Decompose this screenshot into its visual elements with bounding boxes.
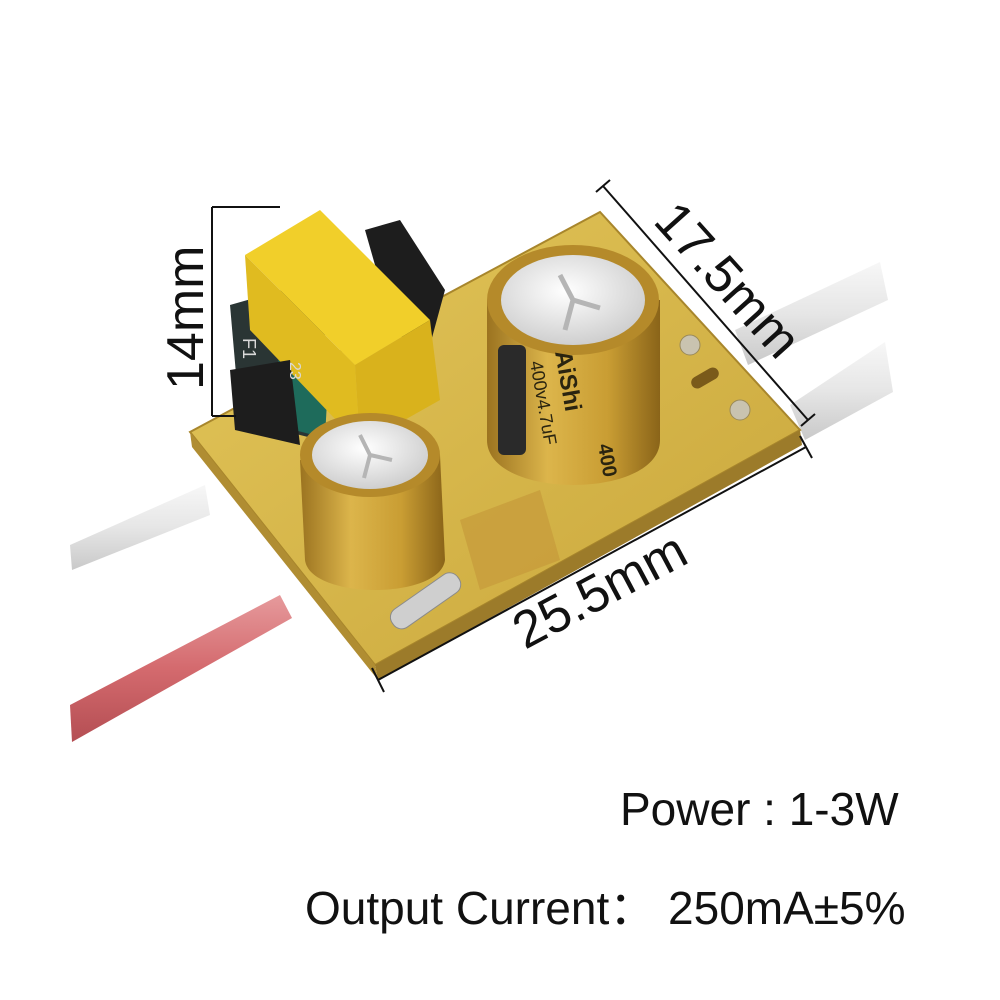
transformer-code: F1 xyxy=(239,338,259,359)
white-output-wire-2 xyxy=(790,342,893,440)
large-capacitor: AiShi 400v4.7uF 400 xyxy=(487,245,660,485)
output-current-spec: Output Current： 250mA±5% xyxy=(305,882,906,934)
transformer-number: 23 xyxy=(286,362,303,380)
red-input-wire xyxy=(70,595,292,742)
small-capacitor xyxy=(300,413,462,630)
white-output-wire-1 xyxy=(735,262,888,365)
transformer: F1 23 xyxy=(230,210,445,445)
dimension-height: 14mm xyxy=(157,206,280,417)
solder-pad xyxy=(679,334,701,356)
input-wires xyxy=(70,485,292,742)
capacitor-polarity-stripe xyxy=(498,345,526,455)
solder-pad xyxy=(729,399,751,421)
white-input-wire xyxy=(70,485,210,570)
pcb-slot xyxy=(691,367,719,389)
inductor-component xyxy=(389,572,462,630)
power-spec: Power : 1-3W xyxy=(620,783,899,835)
output-wires xyxy=(735,262,893,440)
height-label: 14mm xyxy=(157,246,215,390)
